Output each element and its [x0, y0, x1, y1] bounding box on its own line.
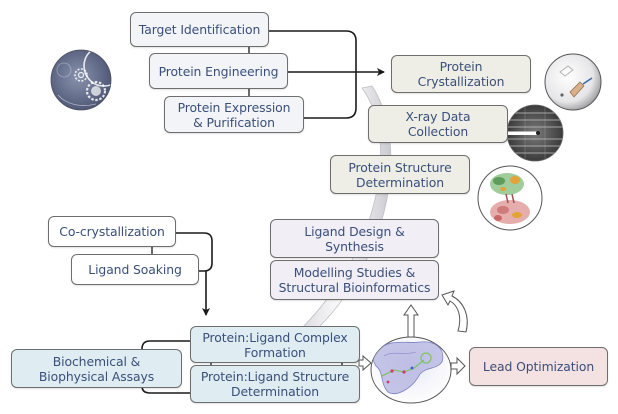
- block-arrow-to-lead: [450, 356, 466, 376]
- modelling-studies-box[interactable]: Modelling Studies & Structural Bioinform…: [270, 260, 439, 300]
- ligand-design-box[interactable]: Ligand Design & Synthesis: [270, 219, 439, 258]
- binding-pocket-icon: [370, 336, 452, 404]
- curved-block-arrow-feedback: [441, 290, 468, 333]
- protein-structure-determination-label-line2: Determination: [356, 174, 444, 190]
- ligand-design-label-line1: Ligand Design &: [304, 223, 405, 239]
- lead-optimization-label: Lead Optimization: [482, 359, 595, 374]
- protein-crystallization-box[interactable]: Protein Crystallization: [391, 55, 531, 93]
- biochemical-assays-box[interactable]: Biochemical & Biophysical Assays: [11, 349, 182, 388]
- target-identification-box[interactable]: Target Identification: [130, 12, 269, 47]
- protein-crystallization-label-line1: Protein: [439, 59, 483, 74]
- block-arrow-up-to-modelling: [403, 304, 419, 338]
- protein-expression-box[interactable]: Protein Expression & Purification: [164, 96, 304, 133]
- complex-formation-box[interactable]: Protein:Ligand Complex Formation: [190, 326, 360, 363]
- modelling-studies-label-line2: Structural Bioinformatics: [278, 280, 431, 295]
- biochemical-assays-label-line1: Biochemical &: [52, 353, 141, 369]
- upstream-connector: [248, 30, 385, 119]
- complex-structure-determination-label-line2: Determination: [231, 384, 319, 399]
- protein-ribbon-icon: [477, 165, 543, 231]
- xray-data-collection-label-line1: X-ray Data: [405, 109, 471, 124]
- gears-icon: [50, 49, 112, 111]
- co-crystallization-label: Co-crystallization: [59, 224, 165, 239]
- protein-engineering-box[interactable]: Protein Engineering: [149, 53, 288, 89]
- xray-data-collection-label-line2: Collection: [407, 124, 469, 139]
- co-crystallization-box[interactable]: Co-crystallization: [48, 216, 176, 247]
- block-arrow-to-pocket: [358, 354, 372, 372]
- protein-expression-label-line1: Protein Expression: [177, 99, 291, 115]
- complex-formation-label-line1: Protein:Ligand Complex: [202, 329, 348, 345]
- complex-structure-determination-box[interactable]: Protein:Ligand Structure Determination: [190, 365, 360, 403]
- biochemical-assays-label-line2: Biophysical Assays: [38, 368, 155, 384]
- complex-structure-determination-label-line1: Protein:Ligand Structure: [200, 369, 350, 384]
- protein-engineering-label: Protein Engineering: [158, 63, 279, 79]
- modelling-studies-label-line1: Modelling Studies &: [293, 265, 416, 280]
- target-identification-label: Target Identification: [138, 22, 261, 37]
- protein-expression-label-line2: & Purification: [193, 114, 275, 130]
- ligand-soaking-label: Ligand Soaking: [88, 262, 182, 277]
- diffraction-icon: [506, 104, 564, 162]
- ligand-design-label-line2: Synthesis: [325, 238, 384, 254]
- crystal-icon: [544, 53, 602, 111]
- ligand-prep-connector: [151, 232, 213, 316]
- protein-structure-determination-box[interactable]: Protein Structure Determination: [330, 155, 470, 194]
- complex-formation-label-line2: Formation: [244, 344, 306, 360]
- protein-crystallization-label-line2: Crystallization: [417, 74, 505, 89]
- xray-data-collection-box[interactable]: X-ray Data Collection: [368, 105, 508, 143]
- lead-optimization-box[interactable]: Lead Optimization: [469, 347, 608, 386]
- ligand-soaking-box[interactable]: Ligand Soaking: [71, 254, 199, 285]
- protein-structure-determination-label-line1: Protein Structure: [348, 159, 452, 175]
